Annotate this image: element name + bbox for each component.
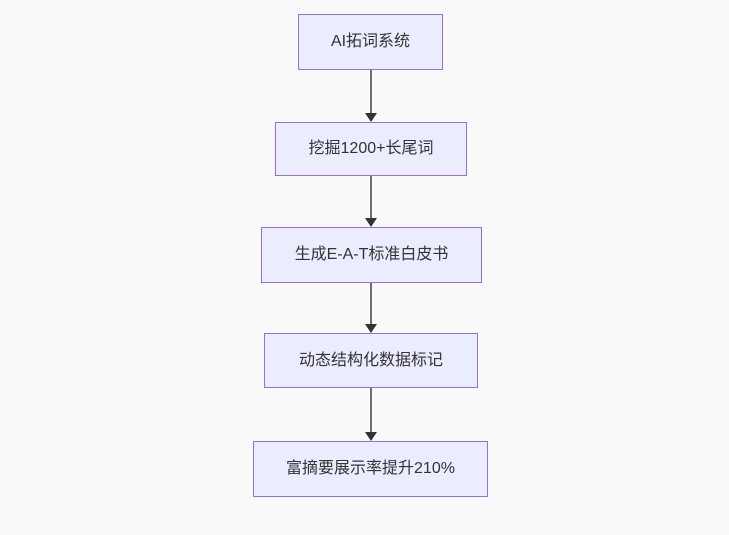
flow-node-label: 富摘要展示率提升210% — [286, 460, 455, 477]
flow-node-ai-keyword-system: AI拓词系统 — [298, 14, 443, 70]
flow-node-label: AI拓词系统 — [330, 33, 411, 50]
arrow-down-2 — [370, 176, 372, 218]
flow-node-label: 动态结构化数据标记 — [298, 351, 443, 369]
flow-node-label: 挖掘1200+长尾词 — [308, 140, 434, 157]
flow-node-rich-snippet-result: 富摘要展示率提升210% — [253, 441, 488, 497]
arrow-down-1 — [370, 70, 372, 113]
arrow-down-4 — [370, 388, 372, 432]
flow-node-eat-whitepaper: 生成E-A-T标准白皮书 — [261, 227, 482, 283]
flow-node-longtail-mining: 挖掘1200+长尾词 — [275, 122, 467, 176]
flow-node-label: 生成E-A-T标准白皮书 — [294, 246, 449, 263]
arrow-down-3 — [370, 283, 372, 324]
flow-node-structured-data-markup: 动态结构化数据标记 — [264, 333, 478, 388]
